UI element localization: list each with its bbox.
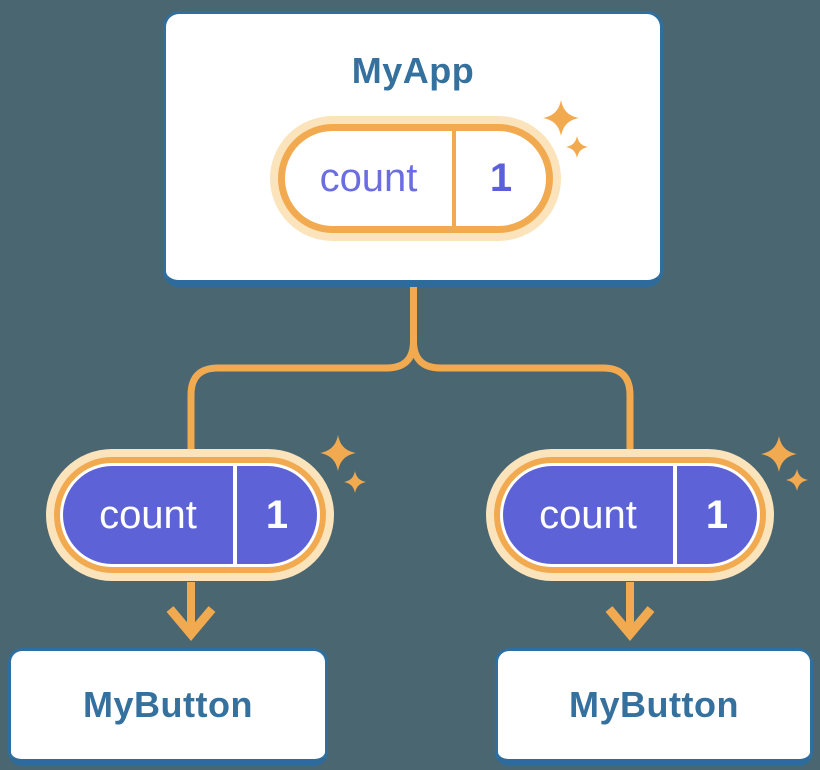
pill-divider xyxy=(673,466,677,564)
state-pill-ring: count 1 xyxy=(278,124,553,233)
arrow-down-icon xyxy=(605,606,655,641)
prop-name: count xyxy=(99,492,197,537)
prop-pill-ring: count 1 xyxy=(494,457,766,573)
arrow-down-icon xyxy=(166,606,216,641)
component-title: MyApp xyxy=(351,50,475,91)
sparkle-icon xyxy=(344,471,366,493)
component-node-mybutton-right: MyButton xyxy=(495,648,813,766)
component-node-mybutton-left: MyButton xyxy=(8,648,328,766)
pill-divider xyxy=(233,466,237,564)
sparkle-icon xyxy=(543,100,579,136)
pill-divider xyxy=(452,131,456,226)
prop-pill-fill: count 1 xyxy=(503,466,757,564)
state-value: 1 xyxy=(489,156,513,200)
state-pill-myapp: count 1 xyxy=(270,116,561,241)
prop-value: 1 xyxy=(705,492,729,537)
prop-name: count xyxy=(539,492,637,537)
state-name: count xyxy=(319,156,418,200)
prop-pill-fill: count 1 xyxy=(63,466,317,564)
sparkle-icon xyxy=(786,469,808,491)
connector-root-to-left xyxy=(187,287,417,452)
sparkle-icon xyxy=(566,136,588,158)
prop-pill-left: count 1 xyxy=(46,449,334,581)
prop-value: 1 xyxy=(265,492,289,537)
sparkle-icon xyxy=(761,436,797,472)
connector-root-to-right xyxy=(410,287,634,452)
sparkle-icon xyxy=(320,435,356,471)
prop-pill-right: count 1 xyxy=(486,449,774,581)
prop-pill-ring: count 1 xyxy=(54,457,326,573)
